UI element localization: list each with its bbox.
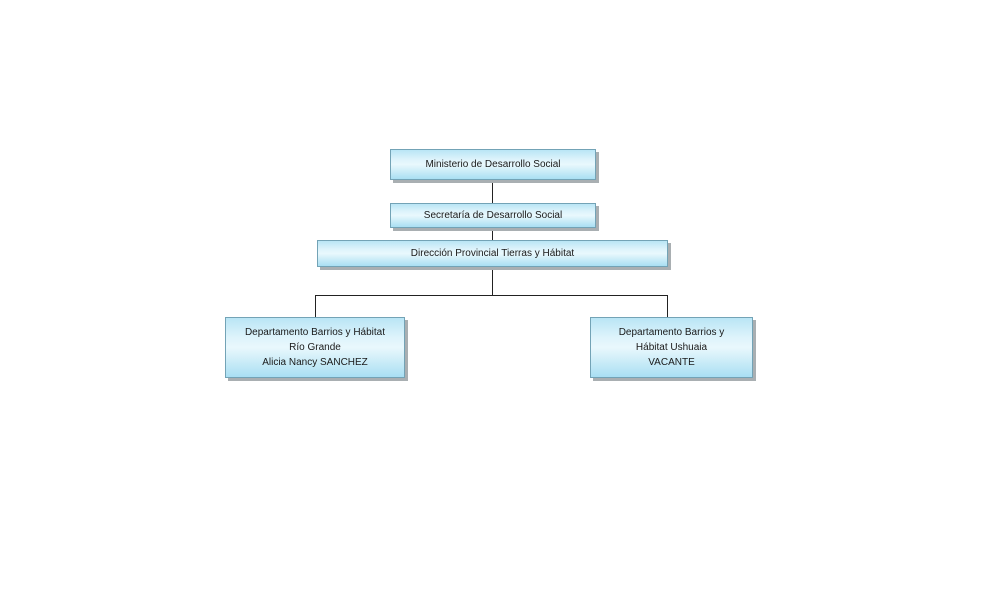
node-dept-ushuaia-title: Departamento Barrios y <box>618 327 725 338</box>
connector-branch-ushuaia <box>667 295 668 317</box>
node-secretaria-label: Secretaría de Desarrollo Social <box>423 210 563 221</box>
connector-ministerio-secretaria <box>492 180 493 203</box>
node-dept-ushuaia-person: VACANTE <box>648 357 695 368</box>
node-ministerio-label: Ministerio de Desarrollo Social <box>425 159 561 170</box>
connector-direccion-stem <box>492 267 493 295</box>
node-dept-rio-grande-title: Departamento Barrios y Hábitat <box>244 327 386 338</box>
connector-branch-rio-grande <box>315 295 316 317</box>
node-ministerio: Ministerio de Desarrollo Social <box>390 149 596 180</box>
node-dept-rio-grande-location: Río Grande <box>289 342 341 353</box>
node-dept-ushuaia: Departamento Barrios y Hábitat Ushuaia V… <box>590 317 753 378</box>
node-dept-rio-grande-person: Alicia Nancy SANCHEZ <box>262 357 368 368</box>
node-dept-ushuaia-location: Hábitat Ushuaia <box>635 342 708 353</box>
connector-secretaria-direccion <box>492 228 493 240</box>
node-direccion-label: Dirección Provincial Tierras y Hábitat <box>410 248 575 259</box>
node-dept-rio-grande: Departamento Barrios y Hábitat Río Grand… <box>225 317 405 378</box>
node-direccion: Dirección Provincial Tierras y Hábitat <box>317 240 668 267</box>
connector-branch-horizontal <box>315 295 668 296</box>
node-secretaria: Secretaría de Desarrollo Social <box>390 203 596 228</box>
